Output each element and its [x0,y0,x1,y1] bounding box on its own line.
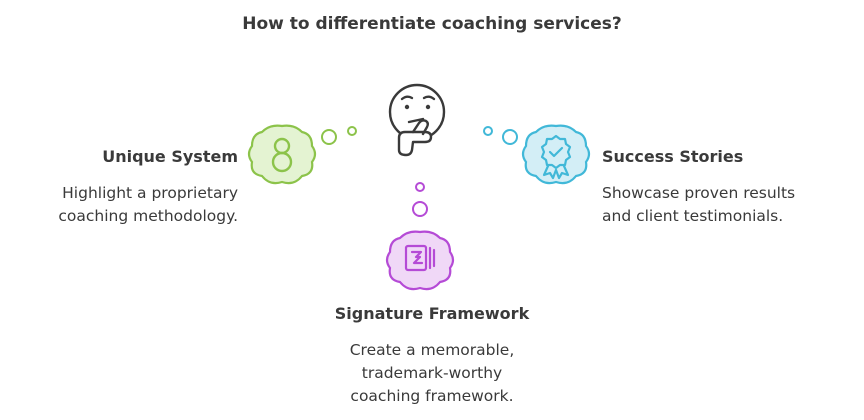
description-line: coaching framework. [350,387,514,405]
connector-dot-unique-large [321,129,337,145]
connector-dot-unique-small [347,126,357,136]
description-line: and client testimonials. [602,207,784,225]
description-line: trademark-worthy [361,364,503,382]
diagram-title: How to differentiate coaching services? [242,14,622,34]
connector-dot-success-large [502,129,518,145]
description-line: Create a memorable, [349,341,515,359]
connector-dot-signature-large [412,201,428,217]
unique-system-description: Highlight a proprietary coaching methodo… [0,182,238,228]
unique-system-node [247,124,317,185]
connector-dot-signature-small [415,182,425,192]
signature-framework-blob [385,230,455,291]
infinity-eight-icon [271,137,293,173]
signature-framework-heading: Signature Framework [334,304,530,323]
description-line: Showcase proven results [602,184,796,202]
connector-dot-success-small [483,126,493,136]
unique-system-blob [247,124,317,185]
success-stories-heading: Success Stories [602,147,744,166]
thinking-face-icon [388,83,446,157]
framework-document-icon [404,244,436,272]
unique-system-heading: Unique System [102,147,238,166]
signature-framework-node [385,230,455,291]
success-stories-description: Showcase proven results and client testi… [602,182,795,228]
description-line: coaching methodology. [58,207,238,225]
description-line: Highlight a proprietary [62,184,238,202]
success-stories-node [521,124,591,185]
award-badge-icon [540,134,572,180]
signature-framework-description: Create a memorable, trademark-worthy coa… [232,339,632,408]
